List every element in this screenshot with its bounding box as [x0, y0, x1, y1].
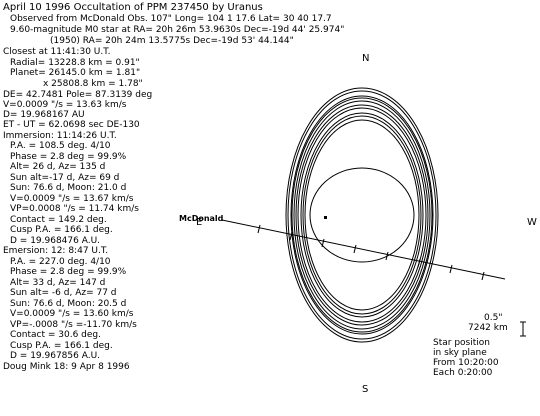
- emersion-line: Emersion: 12: 8:47 U.T.: [3, 246, 108, 256]
- immersion-line: Cusp P.A. = 166.1 deg.: [10, 225, 113, 235]
- path-tick: [321, 238, 325, 248]
- ring-gamma: [291, 97, 433, 333]
- legend-line: Each 0:20:00: [433, 368, 493, 378]
- scale-angle: 0.5": [484, 313, 502, 323]
- south-label: S: [362, 384, 368, 395]
- legend-line: Star position: [433, 338, 490, 348]
- immersion-line: Alt= 26 d, Az= 135 d: [10, 162, 105, 172]
- path-tick: [481, 271, 485, 281]
- ring-6: [304, 119, 420, 311]
- east-label: E: [196, 217, 202, 228]
- star-line: 9.60-magnitude M0 star at RA= 20h 26m 53…: [10, 25, 344, 35]
- path-tick: [417, 258, 421, 268]
- immersion-line: Phase = 2.8 deg = 99.9%: [10, 152, 127, 162]
- path-tick: [289, 231, 293, 241]
- closest-line: D= 19.968167 AU: [3, 110, 85, 120]
- immersion-line: D = 19.968476 A.U.: [10, 236, 100, 246]
- closest-line: V=0.0009 "/s = 13.63 km/s: [3, 100, 127, 110]
- closest-line: ET - UT = 62.0698 sec DE-130: [3, 120, 140, 130]
- path-tick: [353, 244, 357, 254]
- path-tick: [385, 251, 389, 261]
- ring-5: [302, 115, 422, 315]
- emersion-line: P.A. = 227.0 deg. 4/10: [10, 257, 111, 267]
- immersion-block: Immersion: 11:14:26 U.T. P.A. = 108.5 de…: [3, 131, 139, 246]
- immersion-line: Sun alt=-17 d, Az= 69 d: [10, 173, 119, 183]
- ring-epsilon-outer: [285, 87, 439, 343]
- path-tick: [449, 264, 453, 274]
- closest-block: Closest at 11:41:30 U.T. Radial= 13228.8…: [3, 47, 152, 130]
- emersion-line: Alt= 33 d, Az= 147 d: [10, 278, 105, 288]
- immersion-line: V=0.0009 "/s = 13.67 km/s: [10, 194, 134, 204]
- emersion-line: Sun: 76.6 d, Moon: 20.5 d: [10, 299, 126, 309]
- emersion-line: Cusp P.A. = 166.1 deg.: [10, 341, 113, 351]
- ring-delta: [290, 95, 434, 335]
- ring-eta: [293, 100, 431, 330]
- planet-center-marker: [324, 216, 327, 219]
- planet-disk: [309, 167, 415, 263]
- emersion-line: Phase = 2.8 deg = 99.9%: [10, 267, 127, 277]
- ring-epsilon-inner: [287, 90, 437, 340]
- site-label: McDonald: [179, 214, 224, 223]
- emersion-line: VP=-.0008 "/s =-11.70 km/s: [10, 320, 137, 330]
- emersion-line: D = 19.967856 A.U.: [10, 351, 100, 361]
- immersion-line: VP=0.0008 "/s = 11.74 km/s: [10, 204, 139, 214]
- header-title: April 10 1996 Occultation of PPM 237450 …: [3, 2, 263, 13]
- immersion-line: Contact = 149.2 deg.: [10, 215, 107, 225]
- path-line: [221, 219, 506, 280]
- path-tick: [257, 224, 261, 234]
- emersion-block: Emersion: 12: 8:47 U.T. P.A. = 227.0 deg…: [3, 246, 137, 361]
- emersion-line: V=0.0009 "/s = 13.60 km/s: [10, 309, 134, 319]
- closest-line: DE= 42.7481 Pole= 87.3139 deg: [3, 90, 152, 100]
- observer-line: Observed from McDonald Obs. 107" Long= 1…: [10, 14, 332, 24]
- scale-bar: 0.5" 7242 km: [468, 313, 526, 337]
- emersion-line: Sun alt= -6 d, Az= 77 d: [10, 288, 117, 298]
- ring-4: [300, 112, 424, 318]
- ring-alpha: [297, 107, 427, 323]
- author-line: Doug Mink 18: 9 Apr 8 1996: [3, 362, 130, 372]
- closest-line: Closest at 11:41:30 U.T.: [3, 47, 111, 57]
- closest-line: x 25808.8 km = 1.78": [43, 79, 143, 89]
- legend: Star position in sky plane From 10:20:00…: [433, 338, 499, 378]
- header-block: April 10 1996 Occultation of PPM 237450 …: [3, 2, 344, 46]
- closest-line: Planet= 26145.0 km = 1.81": [10, 68, 140, 78]
- scale-distance: 7242 km: [468, 323, 508, 333]
- closest-line: Radial= 13228.8 km = 0.91": [10, 58, 140, 68]
- north-label: N: [362, 53, 369, 64]
- emersion-line: Contact = 30.6 deg.: [10, 330, 101, 340]
- immersion-line: P.A. = 108.5 deg. 4/10: [10, 141, 111, 151]
- ring-system: [285, 87, 439, 343]
- west-label: W: [527, 217, 537, 228]
- ring-beta: [295, 104, 429, 326]
- legend-line: in sky plane: [433, 348, 487, 358]
- star-1950-line: (1950) RA= 20h 24m 13.5775s Dec=-19d 53'…: [50, 36, 294, 46]
- legend-line: From 10:20:00: [433, 358, 499, 368]
- immersion-line: Immersion: 11:14:26 U.T.: [3, 131, 117, 141]
- immersion-line: Sun: 76.6 d, Moon: 21.0 d: [10, 183, 126, 193]
- star-path: [221, 219, 506, 281]
